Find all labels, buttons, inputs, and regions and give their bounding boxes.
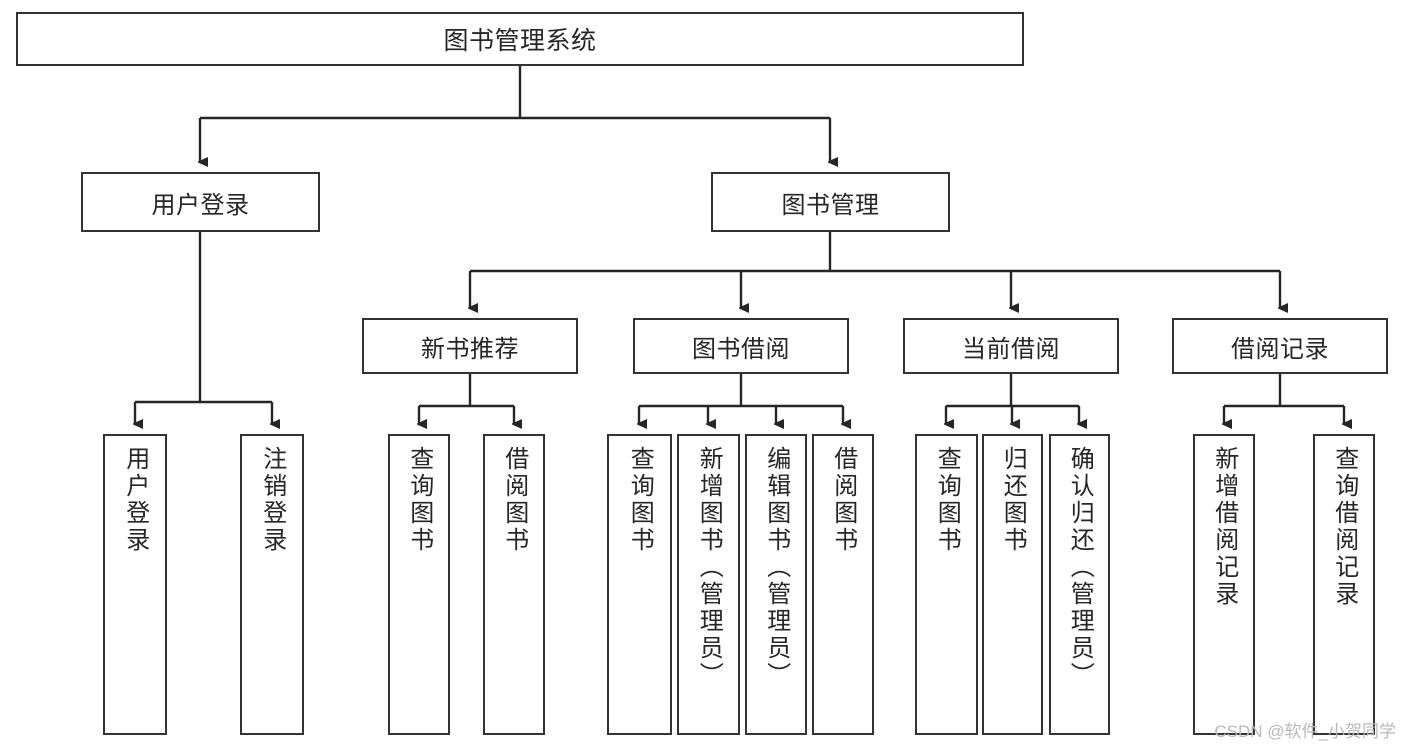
node-leaf-query-record[interactable]: 查询借阅记录 (1313, 434, 1375, 735)
node-label: 借阅记录 (1231, 335, 1329, 363)
node-new-book-recommend[interactable]: 新书推荐 (362, 318, 578, 374)
node-leaf-add-book[interactable]: 新增图书（管理员） (677, 434, 740, 735)
node-root[interactable]: 图书管理系统 (16, 12, 1024, 66)
node-leaf-logout[interactable]: 注销登录 (240, 434, 304, 735)
node-label: 借阅图书 (829, 446, 857, 554)
node-label: 查询图书 (405, 446, 433, 554)
node-label: 新增图书（管理员） (695, 446, 723, 689)
node-label: 用户登录 (121, 446, 149, 554)
node-leaf-confirm-return[interactable]: 确认归还（管理员） (1049, 434, 1110, 735)
node-user-login[interactable]: 用户登录 (81, 172, 320, 232)
node-current-borrow[interactable]: 当前借阅 (903, 318, 1119, 374)
node-label: 新书推荐 (421, 335, 519, 363)
watermark: CSDN @软件_小贺同学 (1214, 722, 1396, 741)
node-label: 查询借阅记录 (1330, 446, 1358, 608)
node-label: 用户登录 (151, 191, 250, 219)
node-label: 归还图书 (999, 446, 1027, 554)
node-label: 编辑图书（管理员） (762, 446, 790, 689)
node-label: 确认归还（管理员） (1066, 446, 1094, 689)
node-leaf-query-book-1[interactable]: 查询图书 (388, 434, 450, 735)
node-borrow-record[interactable]: 借阅记录 (1172, 318, 1388, 374)
node-leaf-query-book-2[interactable]: 查询图书 (607, 434, 672, 735)
node-leaf-user-login[interactable]: 用户登录 (103, 434, 167, 735)
node-leaf-return-book[interactable]: 归还图书 (982, 434, 1043, 735)
node-label: 借阅图书 (500, 446, 528, 554)
node-label: 新增借阅记录 (1210, 446, 1238, 608)
node-leaf-borrow-book-1[interactable]: 借阅图书 (483, 434, 545, 735)
node-label: 注销登录 (258, 446, 286, 554)
node-leaf-borrow-book-2[interactable]: 借阅图书 (812, 434, 874, 735)
node-book-borrow[interactable]: 图书借阅 (633, 318, 849, 374)
node-leaf-add-record[interactable]: 新增借阅记录 (1193, 434, 1255, 735)
node-label: 图书借阅 (692, 335, 790, 363)
node-label: 图书管理 (781, 191, 880, 219)
node-label: 图书管理系统 (443, 27, 597, 55)
node-label: 查询图书 (626, 446, 654, 554)
node-leaf-edit-book[interactable]: 编辑图书（管理员） (745, 434, 807, 735)
node-label: 当前借阅 (962, 335, 1060, 363)
node-leaf-query-book-3[interactable]: 查询图书 (915, 434, 978, 735)
node-label: 查询图书 (933, 446, 961, 554)
node-book-manage[interactable]: 图书管理 (711, 172, 950, 232)
